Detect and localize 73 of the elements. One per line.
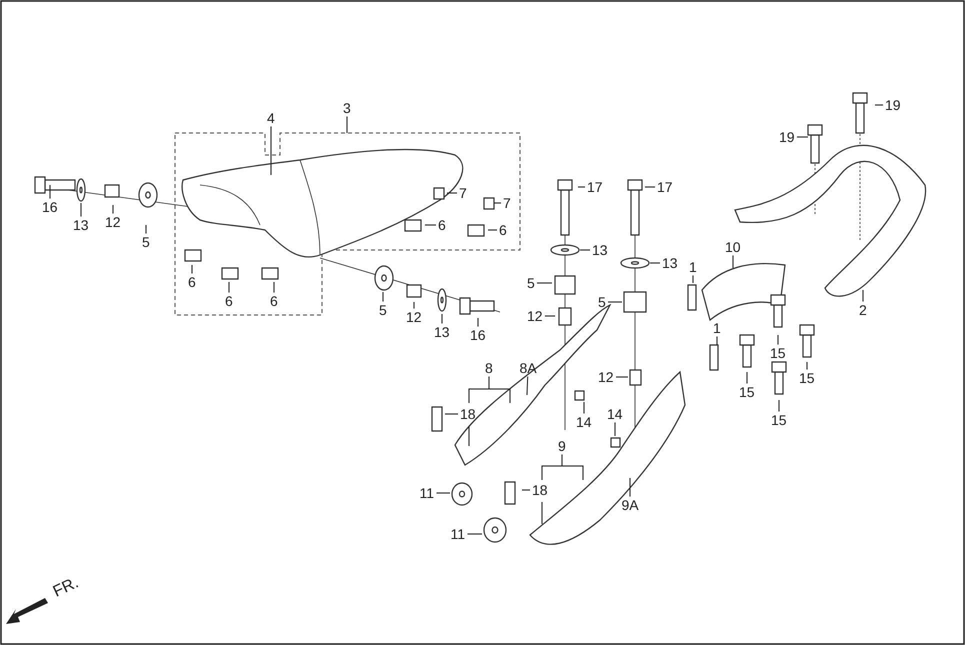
leader-line	[446, 192, 458, 194]
callout-number: 6	[269, 294, 279, 308]
callout-number: 4	[266, 110, 276, 126]
leader-line	[732, 255, 734, 268]
callout-number: 18	[459, 406, 477, 422]
callout-number: 8	[484, 360, 494, 376]
leader-line	[644, 186, 656, 188]
leader-line	[692, 275, 694, 284]
callout-number: 13	[433, 324, 451, 340]
callout-number: 14	[575, 414, 593, 430]
leader-line	[862, 290, 864, 302]
callout-number: 12	[526, 308, 544, 324]
leader-line	[488, 376, 510, 404]
callout-number: 19	[778, 130, 796, 144]
callout-number: 8A	[518, 360, 538, 376]
leader-line	[796, 136, 808, 138]
callout-number: 13	[591, 242, 609, 258]
callout-number: 17	[656, 180, 674, 194]
callout-number: 1	[688, 260, 698, 274]
leader-line	[526, 376, 528, 396]
leader-line	[874, 104, 884, 106]
callout-number: 12	[405, 310, 423, 324]
callout-number: 2	[858, 302, 868, 318]
callout-number: 7	[502, 196, 512, 210]
callout-number: 6	[498, 222, 508, 238]
leader-line	[80, 202, 82, 217]
callout-number: 12	[597, 370, 615, 384]
callout-number: 12	[104, 214, 122, 230]
callout-number: 18	[531, 482, 549, 498]
leader-line	[270, 126, 272, 176]
callout-number: 15	[738, 384, 756, 400]
callout-number: 9	[557, 438, 567, 454]
leader-line	[436, 492, 450, 494]
callout-number: 6	[187, 274, 197, 290]
callout-number: 14	[606, 406, 624, 422]
callout-number: 7	[458, 186, 468, 200]
direction-label: FR.	[50, 574, 82, 600]
callout-number: 16	[469, 328, 487, 342]
callout-number: 19	[884, 98, 902, 112]
callout-number: 15	[798, 370, 816, 386]
leader-line	[716, 336, 718, 346]
callout-number: 15	[770, 412, 788, 428]
callout-number: 5	[597, 294, 607, 310]
leader-line	[650, 262, 660, 264]
callout-number: 6	[224, 294, 234, 308]
leader-line	[346, 116, 348, 134]
callout-number: 13	[72, 218, 90, 232]
callout-number: 17	[586, 180, 604, 194]
leader-line	[228, 282, 230, 293]
leader-line	[382, 292, 384, 302]
callout-number: 11	[418, 486, 436, 500]
callout-number: 13	[661, 256, 679, 270]
leader-line	[536, 282, 552, 284]
callout-number: 11	[450, 526, 466, 542]
callout-number: 9A	[620, 498, 640, 512]
callout-number: 16	[41, 200, 59, 214]
leader-line	[578, 186, 586, 188]
callout-number: 10	[724, 240, 742, 254]
leader-line	[746, 372, 748, 384]
leader-line	[424, 224, 436, 226]
callout-number: 3	[342, 100, 352, 116]
leader-line	[614, 422, 616, 436]
callout-number: 1	[712, 320, 722, 336]
leader-line	[806, 362, 808, 370]
callout-number: 15	[769, 346, 787, 360]
callout-number: 5	[141, 234, 151, 250]
leader-line	[494, 202, 502, 204]
callout-number: 6	[437, 218, 447, 232]
callout-number: 5	[526, 276, 536, 290]
leader-line	[778, 400, 780, 412]
callout-number: 5	[378, 302, 388, 318]
leader-line	[112, 204, 114, 214]
leader-line	[616, 376, 628, 378]
